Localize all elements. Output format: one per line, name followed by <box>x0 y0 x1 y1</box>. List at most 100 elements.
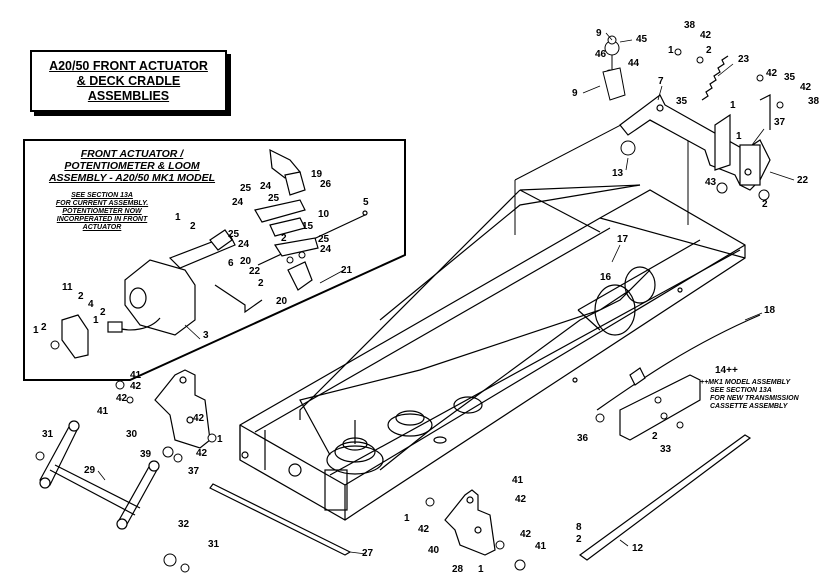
bracket-14 <box>619 367 701 441</box>
part-label: 8 <box>576 522 582 533</box>
inset-note-line: INCORPERATED IN FRONT <box>56 216 148 223</box>
part-label: 38 <box>684 20 696 31</box>
part-label: 2 <box>100 307 106 318</box>
part-label: 10 <box>318 209 330 220</box>
part-label: 25 <box>240 183 252 194</box>
part-label: 19 <box>311 169 323 180</box>
part-label: 42 <box>130 381 142 392</box>
part-label: 22 <box>797 175 809 186</box>
part-label: 5 <box>363 197 369 208</box>
part-label: 41 <box>535 541 547 552</box>
part-label: 2 <box>281 233 287 244</box>
part-label: 29 <box>84 465 96 476</box>
part-label: 7 <box>658 76 664 87</box>
part-label: 39 <box>140 449 152 460</box>
inset-heading-line-2: POTENTIOMETER & LOOM <box>64 160 200 172</box>
part-label: 17 <box>617 234 629 245</box>
rail-12 <box>578 434 752 561</box>
part-label: 42 <box>515 494 527 505</box>
front-link-29 <box>39 420 160 530</box>
part-label: 13 <box>612 168 624 179</box>
part-label: 1 <box>93 315 99 326</box>
part-label: 25 <box>228 229 240 240</box>
label-leaders <box>97 32 795 555</box>
part-label: 41 <box>97 406 109 417</box>
part-label: 42 <box>116 393 128 404</box>
part-label: 11 <box>62 282 73 293</box>
inset-note-line: FOR CURRENT ASSEMBLY. <box>55 200 149 207</box>
part-label: 24 <box>260 181 272 192</box>
actuator-motor <box>107 229 236 336</box>
part-label: 15 <box>302 221 314 232</box>
part-label: 24 <box>232 197 244 208</box>
inset-bracket-4 <box>61 314 89 359</box>
part-label: 21 <box>341 265 353 276</box>
part-label: 2 <box>258 278 264 289</box>
part-label: 33 <box>660 444 672 455</box>
spring <box>701 55 729 101</box>
fasteners <box>35 35 784 573</box>
inset-note-line: ACTUATOR <box>82 224 122 231</box>
mk1-note-line: ++MK1 MODEL ASSEMBLY <box>700 379 791 386</box>
part-label: 22 <box>249 266 261 277</box>
part-label: 2 <box>41 322 47 333</box>
part-label: 16 <box>600 272 612 283</box>
bracket-30 <box>154 369 211 449</box>
part-label: 44 <box>628 58 640 69</box>
part-label: 25 <box>318 234 330 245</box>
part-label: 26 <box>320 179 332 190</box>
part-label: 12 <box>632 543 644 554</box>
part-label: 2 <box>190 221 196 232</box>
mk1-note-line: SEE SECTION 13A <box>710 387 772 394</box>
part-label: 35 <box>784 72 796 83</box>
part-label: 32 <box>178 519 190 530</box>
control-cable <box>596 314 761 411</box>
bracket-40 <box>444 489 496 556</box>
part-label: 37 <box>188 466 200 477</box>
part-label: 24 <box>320 244 332 255</box>
part-label: 42 <box>418 524 430 535</box>
title-line-1: A20/50 FRONT ACTUATOR <box>49 58 208 73</box>
part-label: 25 <box>268 193 280 204</box>
part-label: 18 <box>764 305 776 316</box>
mk1-note-line: CASSETTE ASSEMBLY <box>710 403 788 410</box>
part-label: 2 <box>78 291 84 302</box>
part-label: 45 <box>636 34 648 45</box>
part-label: 36 <box>577 433 589 444</box>
part-label: 3 <box>203 330 209 341</box>
potentiometer <box>254 148 319 257</box>
part-label: 41 <box>130 370 142 381</box>
part-label: 1 <box>33 325 39 336</box>
part-label: 14++ <box>715 365 738 376</box>
part-label: 31 <box>208 539 220 550</box>
part-label: 1 <box>217 434 223 445</box>
inset-panel <box>23 139 406 381</box>
part-label: 37 <box>774 117 786 128</box>
inset-bracket-20 <box>287 261 313 291</box>
rear-lift-arm <box>619 94 771 191</box>
part-label: 43 <box>705 177 717 188</box>
part-label: 2 <box>762 199 768 210</box>
part-label: 20 <box>240 256 252 267</box>
part-label: 42 <box>196 448 208 459</box>
inset-heading: FRONT ACTUATOR / POTENTIOMETER & LOOM AS… <box>30 148 234 184</box>
mk1-note: ++MK1 MODEL ASSEMBLY SEE SECTION 13A FOR… <box>700 379 810 411</box>
inset-note-line: POTENTIOMETER NOW <box>62 208 142 215</box>
part-label: 20 <box>276 296 288 307</box>
inset-note: SEE SECTION 13A FOR CURRENT ASSEMBLY. PO… <box>47 192 157 232</box>
title-line-2: & DECK CRADLE <box>76 73 181 88</box>
inset-note-line: SEE SECTION 13A <box>71 192 133 199</box>
part-label: 6 <box>228 258 234 269</box>
deck-cradle-frame <box>239 184 746 521</box>
part-label: 9 <box>572 88 578 99</box>
part-label: 42 <box>700 30 712 41</box>
part-label: 1 <box>668 45 674 56</box>
part-label: 46 <box>595 49 607 60</box>
part-label: 27 <box>362 548 374 559</box>
part-label: 42 <box>766 68 778 79</box>
part-label: 40 <box>428 545 440 556</box>
part-label: 41 <box>512 475 524 486</box>
part-label: 42 <box>800 82 812 93</box>
part-label: 2 <box>706 45 712 56</box>
